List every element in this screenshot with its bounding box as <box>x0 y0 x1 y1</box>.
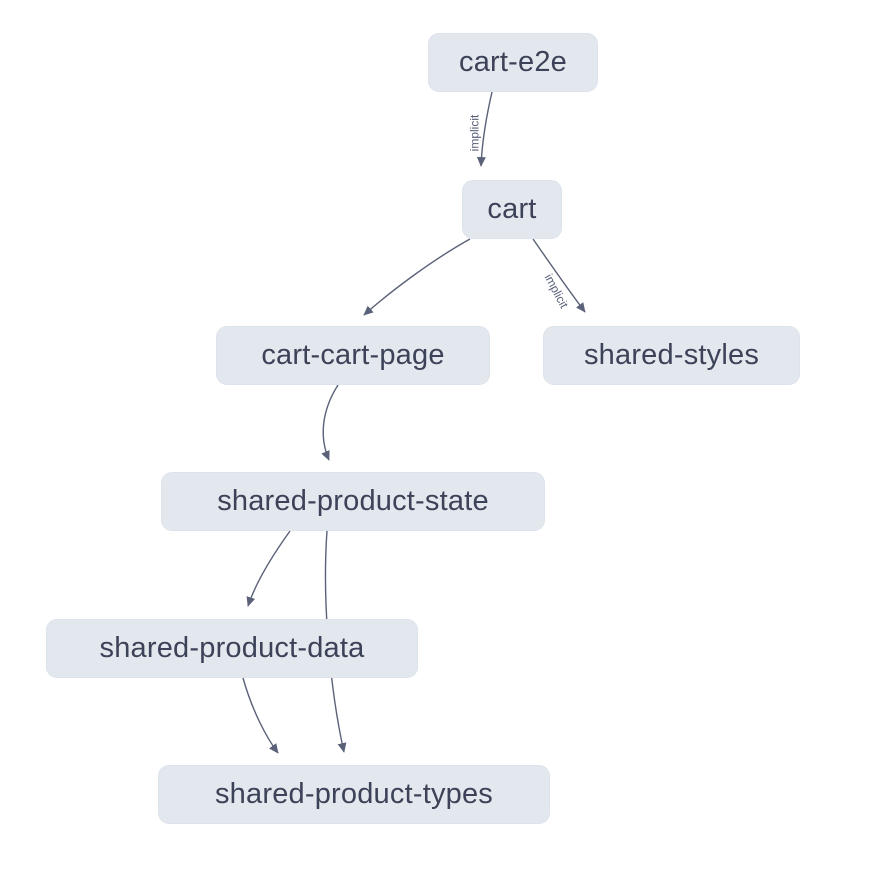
node-cart[interactable]: cart <box>462 180 562 239</box>
edge-cart-cart-page-to-shared-product-state <box>321 384 339 461</box>
edge-cart-e2e-to-cart <box>476 91 493 167</box>
node-label: shared-styles <box>583 339 760 371</box>
node-shared-product-types[interactable]: shared-product-types <box>158 765 550 824</box>
node-cart-cart-page[interactable]: cart-cart-page <box>216 326 490 385</box>
node-label: shared-product-data <box>99 632 365 664</box>
node-shared-product-data[interactable]: shared-product-data <box>46 619 418 678</box>
node-shared-product-state[interactable]: shared-product-state <box>161 472 545 531</box>
node-shared-styles[interactable]: shared-styles <box>543 326 800 385</box>
edge-label-implicit-cart-e2e-cart: implicit <box>467 114 482 152</box>
edge-cart-to-shared-styles <box>532 238 586 313</box>
edge-shared-product-data-to-shared-product-types <box>242 677 279 754</box>
node-label: cart-cart-page <box>261 339 445 371</box>
node-label: cart <box>487 193 537 225</box>
node-label: cart-e2e <box>459 46 567 78</box>
node-cart-e2e[interactable]: cart-e2e <box>428 33 598 92</box>
edge-cart-to-cart-cart-page <box>363 238 471 316</box>
edge-shared-product-state-to-shared-product-data <box>246 530 291 607</box>
node-label: shared-product-state <box>217 485 489 517</box>
node-label: shared-product-types <box>214 778 494 810</box>
